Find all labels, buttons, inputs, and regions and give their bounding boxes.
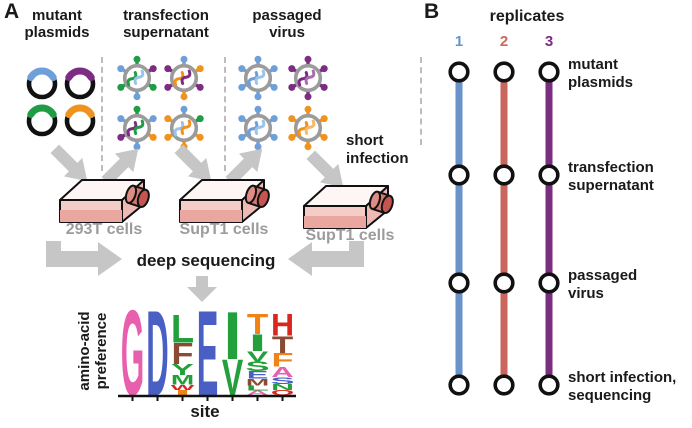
arrow-down-right-icon — [46, 140, 97, 191]
svg-text:V: V — [222, 350, 244, 406]
elbow-arrow-right-icon — [46, 241, 122, 277]
svg-text:A: A — [271, 364, 293, 380]
dashed-divider — [101, 57, 103, 171]
logo-y-axis-label: amino-acid preference — [76, 311, 111, 391]
virus-icon — [161, 105, 207, 151]
svg-text:V: V — [247, 349, 269, 365]
replicate-3-number: 3 — [544, 33, 554, 50]
cells-label-supt1: SupT1 cells — [305, 227, 395, 244]
stage-label-passaged-virus: passaged virus — [568, 267, 638, 302]
arrow-down-right-icon — [170, 140, 221, 191]
arrow-down-icon — [187, 276, 217, 302]
flask-icon — [176, 170, 272, 228]
virus-icon — [285, 105, 331, 151]
panel-b-label: B — [424, 0, 440, 23]
svg-text:T: T — [247, 308, 269, 340]
svg-text:G: G — [121, 306, 144, 406]
virus-icon — [285, 55, 331, 101]
svg-text:E: E — [197, 306, 219, 406]
cells-label-293t: 293T cells — [65, 221, 143, 238]
replicate-1-number: 1 — [454, 33, 464, 50]
svg-text:A: A — [246, 390, 268, 397]
replicate-timelines — [440, 55, 580, 405]
flask-icon — [56, 170, 152, 228]
dashed-divider — [420, 57, 422, 145]
svg-text:N: N — [271, 382, 294, 391]
arrow-up-right-icon — [97, 140, 148, 191]
stage-label-mutant-plasmids: mutant plasmids — [568, 56, 634, 91]
virus-icon — [235, 55, 281, 101]
virus-icon — [114, 55, 160, 101]
svg-text:F: F — [271, 350, 293, 371]
panel-a-label: A — [4, 0, 20, 23]
replicate-2-number: 2 — [499, 33, 509, 50]
plasmid-icon — [60, 99, 100, 139]
plasmid-icon — [60, 62, 100, 102]
svg-text:W: W — [171, 383, 195, 391]
replicates-title: replicates — [489, 8, 565, 25]
svg-text:F: F — [172, 338, 194, 372]
svg-text:E: E — [247, 369, 269, 381]
logo-x-axis-label: site — [190, 402, 220, 421]
svg-text:I: I — [224, 306, 242, 373]
svg-text:L: L — [246, 384, 269, 392]
svg-text:S: S — [271, 375, 295, 386]
svg-text:M: M — [246, 377, 269, 388]
svg-text:T: T — [272, 332, 294, 359]
short-infection-label: short infection — [346, 132, 409, 167]
svg-text:S: S — [245, 359, 269, 374]
arrow-down-right-icon — [302, 146, 353, 197]
svg-text:I: I — [174, 389, 192, 397]
plasmid-icon — [22, 62, 62, 102]
header-passaged-virus: passaged virus — [252, 7, 322, 41]
svg-text:I: I — [249, 330, 267, 357]
stage-label-short-infection-sequencing: short infection, sequencing — [568, 369, 677, 404]
virus-icon — [114, 105, 160, 151]
dashed-divider — [224, 57, 226, 171]
svg-text:Y: Y — [171, 361, 194, 379]
virus-icon — [161, 55, 207, 101]
svg-text:H: H — [271, 307, 294, 343]
flask-icon — [300, 176, 396, 234]
stage-label-transfection-supernatant: transfection supernatant — [568, 159, 654, 194]
svg-text:M: M — [171, 372, 194, 387]
svg-text:D: D — [146, 306, 168, 406]
plasmid-icon — [22, 99, 62, 139]
header-mutant-plasmids: mutant plasmids — [24, 7, 90, 41]
elbow-arrow-left-icon — [288, 241, 364, 277]
header-transfection-supernatant: transfection supernatant — [123, 7, 209, 41]
virus-icon — [235, 105, 281, 151]
cells-label-supt1: SupT1 cells — [179, 221, 269, 238]
svg-text:L: L — [171, 308, 194, 352]
svg-text:Q: Q — [271, 388, 294, 396]
arrow-up-right-icon — [221, 140, 272, 191]
deep-sequencing-label: deep sequencing — [136, 251, 276, 270]
